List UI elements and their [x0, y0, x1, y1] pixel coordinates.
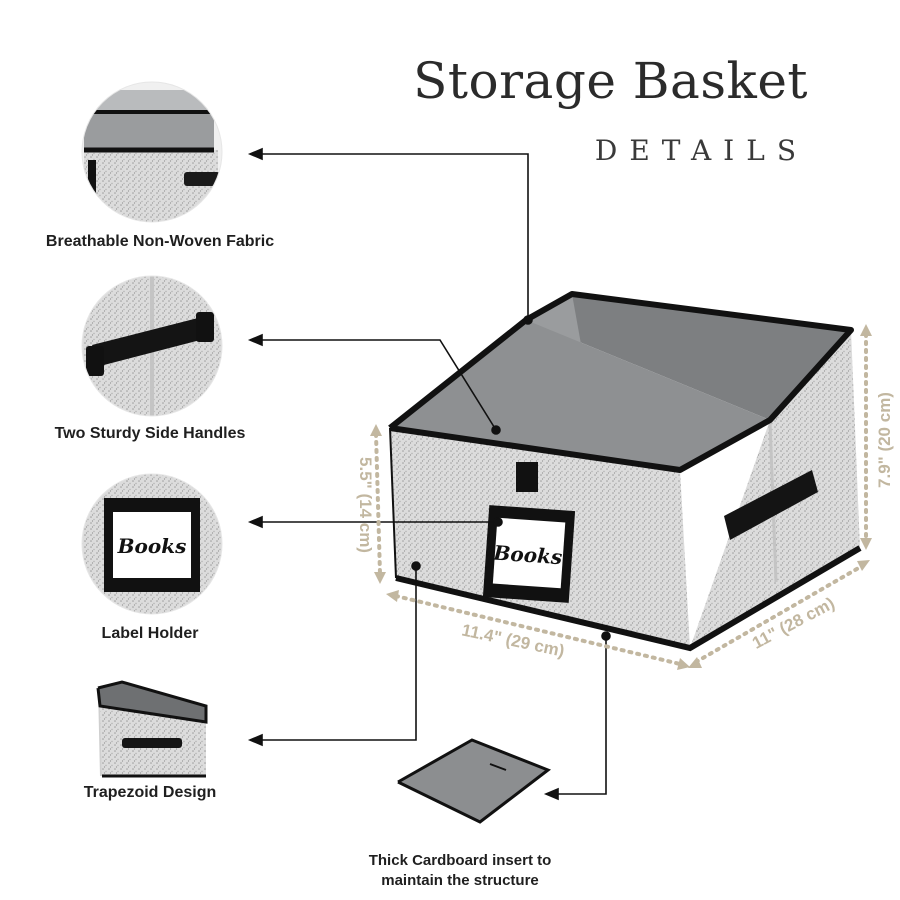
- width-label: 11.4" (29 cm): [460, 620, 566, 660]
- feature-label-trapezoid: Trapezoid Design: [83, 784, 217, 801]
- cardboard-insert: [397, 738, 552, 824]
- back-height-label: 7.9" (20 cm): [875, 392, 894, 488]
- dimension-lines: [374, 332, 868, 666]
- page-subtitle: DETAILS: [594, 134, 808, 167]
- storage-basket: Books: [388, 291, 862, 652]
- feature-label-label-holder: Label Holder: [101, 625, 199, 642]
- insert-label-line2: maintain the structure: [381, 872, 539, 889]
- trapezoid-thumbnail: [96, 680, 208, 778]
- page-title: Storage Basket: [413, 52, 808, 110]
- callout-lines: [247, 147, 611, 801]
- thumbnail-tag-text: Books: [117, 534, 187, 558]
- handle-thumbnail: [82, 276, 222, 416]
- fabric-thumbnail: [82, 82, 222, 222]
- feature-label-handles: Two Sturdy Side Handles: [54, 425, 246, 442]
- basket-tag-text: Books: [492, 540, 563, 569]
- feature-label-fabric: Breathable Non-Woven Fabric: [45, 233, 275, 250]
- dimension-arrowheads: [370, 324, 872, 670]
- front-height-label: 5.5" (14 cm): [356, 457, 375, 553]
- insert-label-line1: Thick Cardboard insert to: [368, 852, 552, 869]
- label-holder-thumbnail: Books: [82, 474, 222, 614]
